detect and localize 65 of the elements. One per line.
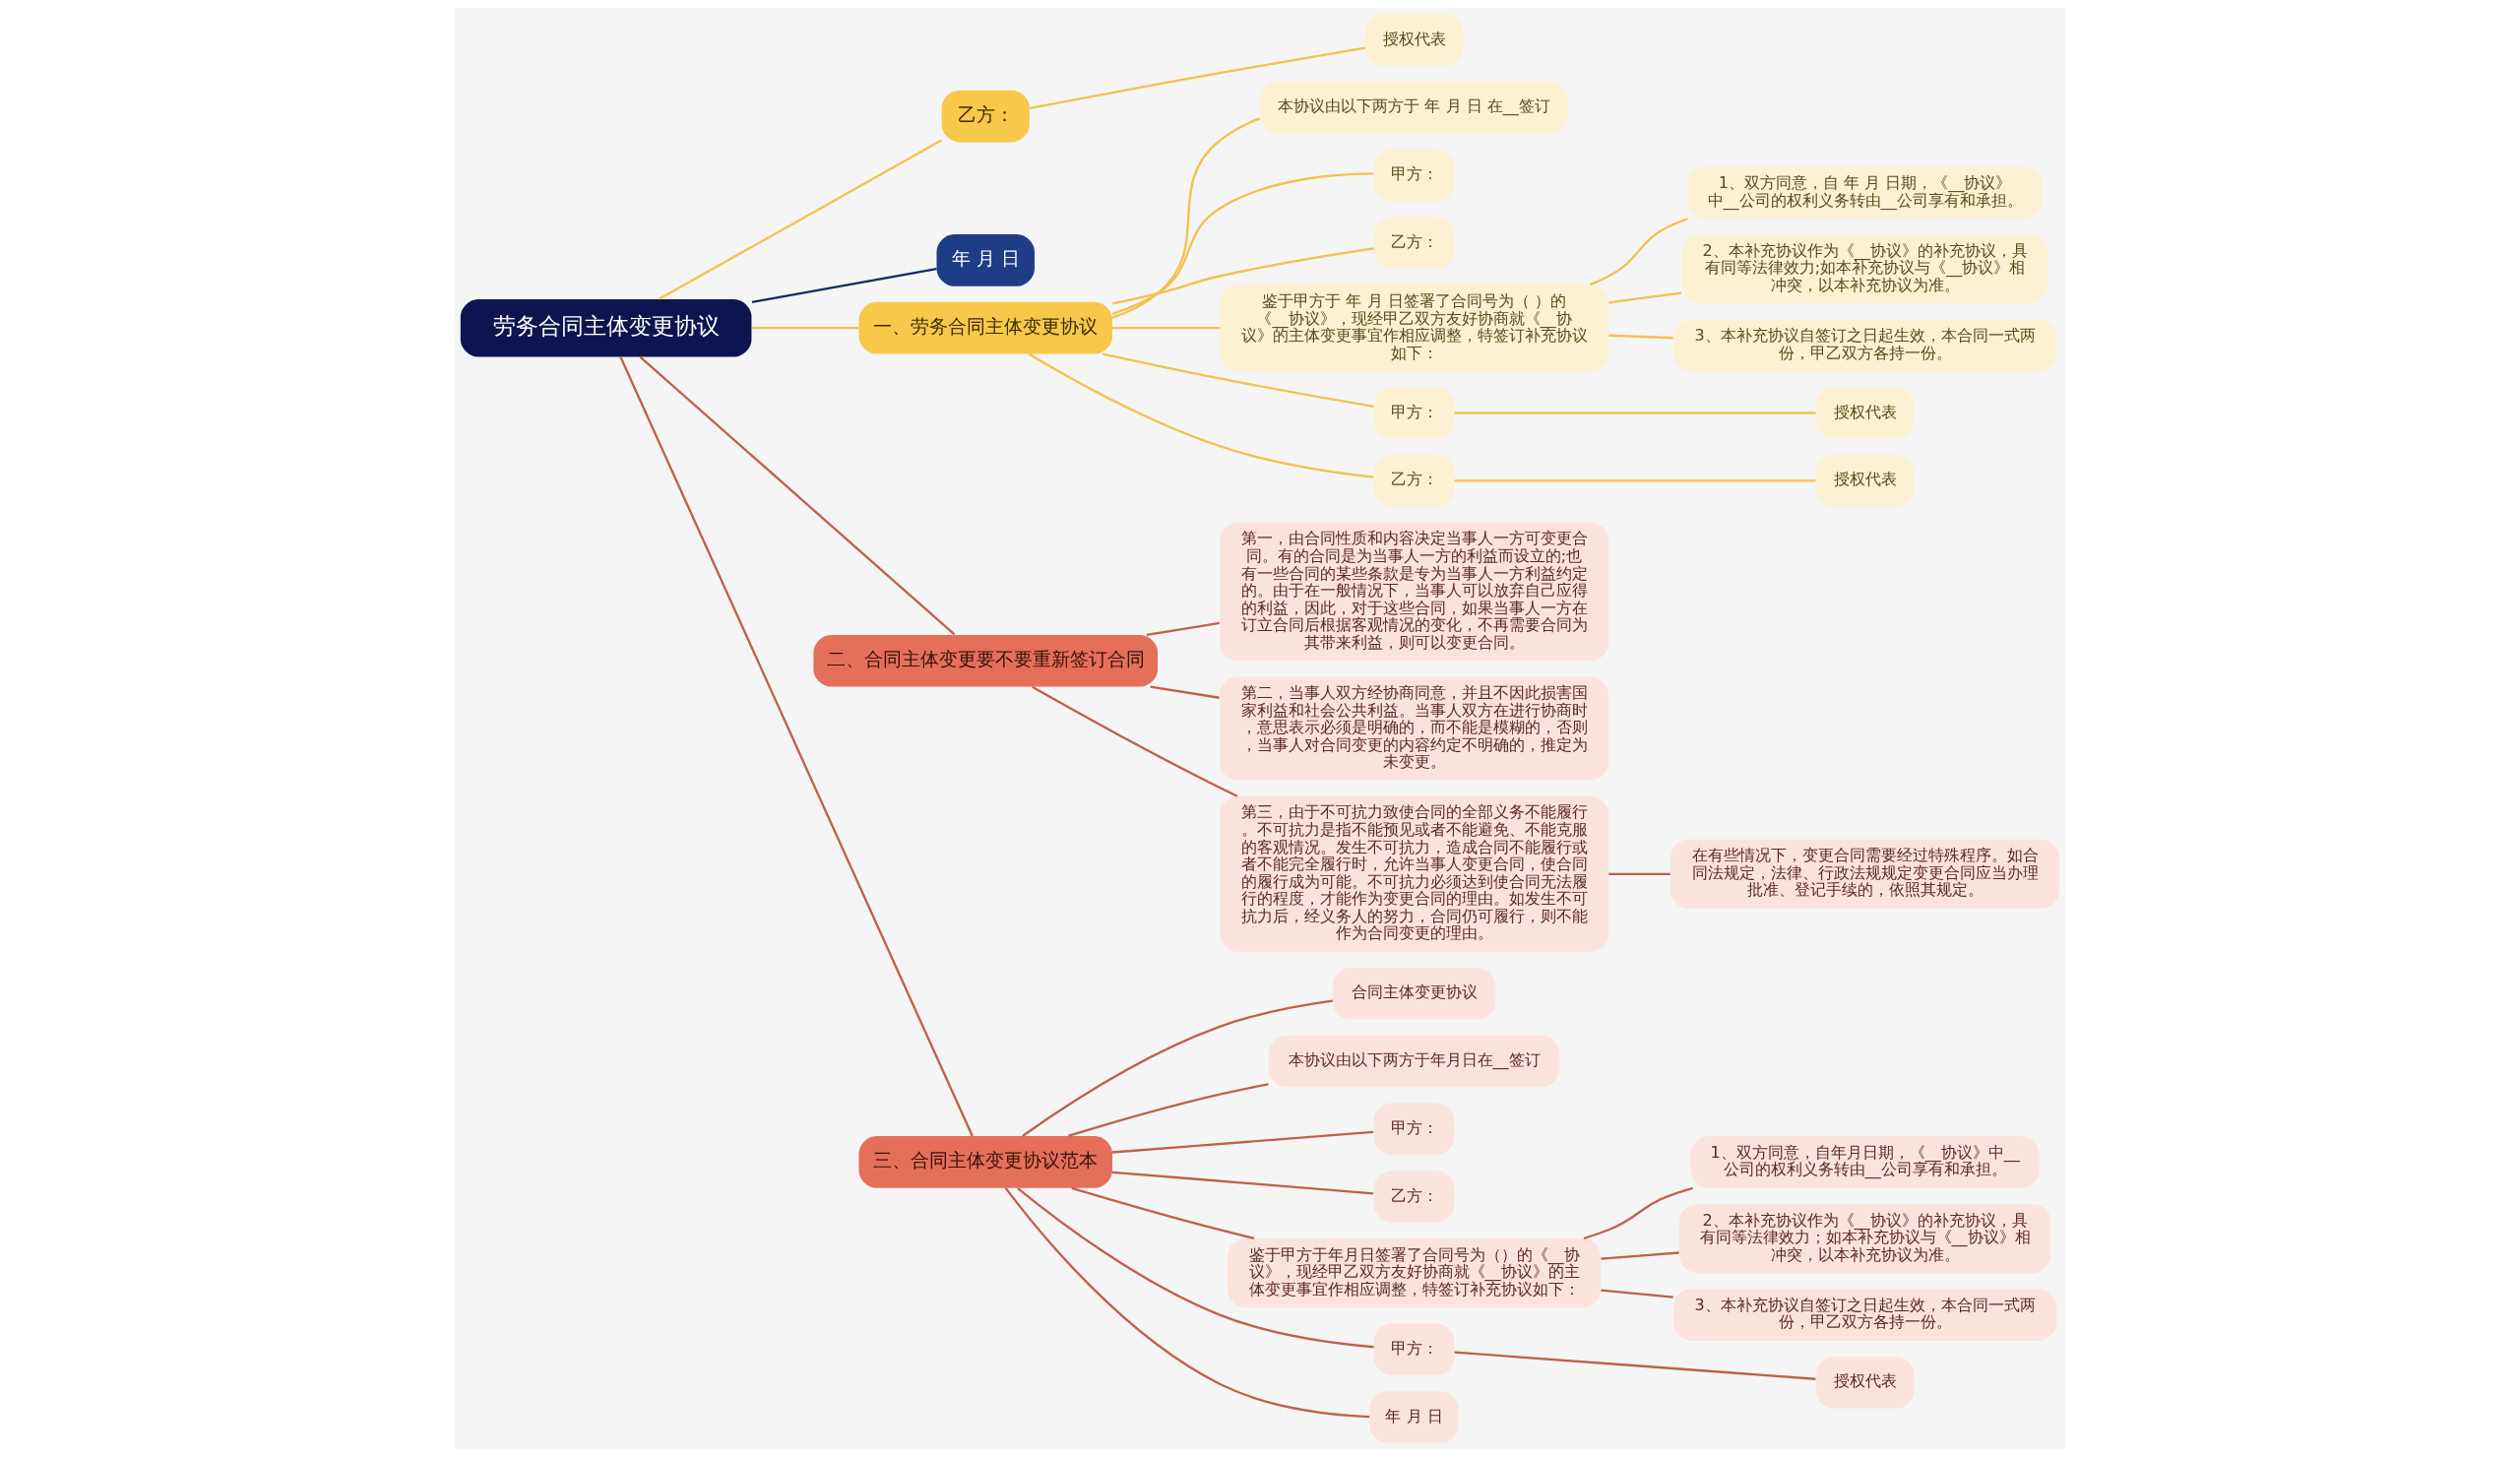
node-box: 乙方： (941, 90, 1030, 143)
node-box: 2、本补充协议作为《__协议》的补充协议，具有同等法律效力；如本补充协议与《__协议》相冲突，以本补充协议为准。 (1678, 1203, 2051, 1274)
node-box: 乙方： (1373, 217, 1455, 270)
node-box: 年 月 日 (936, 234, 1035, 286)
node-box: 1、双方同意，自 年 月 日期，《__协议》中__公司的权利义务转由__公司享有和承担。 (1687, 166, 2043, 219)
connector (1067, 1083, 1269, 1138)
node-box: 合同主体变更协议 (1332, 967, 1496, 1020)
node-box: 甲方： (1373, 1103, 1455, 1156)
connector (1608, 334, 1673, 340)
connector (1454, 1351, 1816, 1380)
connector (1102, 352, 1374, 409)
connector (1111, 172, 1374, 315)
node-box: 乙方： (1373, 454, 1455, 507)
connector (1022, 999, 1333, 1137)
connector (1028, 352, 1374, 478)
connector (1454, 412, 1816, 414)
connector (1608, 291, 1682, 304)
connector (751, 327, 859, 330)
node-box: 3、本补充协议自签订之日起生效，本合同一式两份，甲乙双方各持一份。 (1672, 319, 2057, 372)
connector (1112, 1130, 1374, 1154)
node-box: 3、本补充协议自签订之日起生效，本合同一式两份，甲乙双方各持一份。 (1672, 1289, 2057, 1341)
node-box: 在有些情况下，变更合同需要经过特殊程序。如合同法规定，法律、行政法规规定变更合同应当办理批准、登记手续的，依照其规定。 (1670, 839, 2060, 909)
node-box: 三、合同主体变更协议范本 (858, 1136, 1112, 1188)
node-box: 第一，由合同性质和内容决定当事人一方可变更合同。有的合同是为当事人一方的利益而设立的;也有一些合同的某些条款是专为当事人一方利益约定的。由于在一般情况下，当事人可以放弃自己应得的利益，因此，对于这些合同，如果当事人一方在订立合同后根据客观情况的变化，不再需要合同为其带来利益，则可以变更合同。 (1220, 522, 1609, 662)
node-box: 鉴于甲方于 年 月 日签署了合同号为（ ）的《__协议》，现经甲乙双方友好协商就《__协议》的主体变更事宜作相应调整，特签订补充协议如下： (1220, 285, 1609, 372)
connector (619, 356, 974, 1137)
node-box: 二、合同主体变更要不要重新签订合同 (813, 634, 1159, 687)
node-box: 甲方： (1373, 387, 1455, 439)
node-box: 一、劳务合同主体变更协议 (858, 301, 1112, 354)
connector (1146, 621, 1220, 637)
connector (658, 139, 942, 300)
node-box: 第三，由于不可抗力致使合同的全部义务不能履行。不可抗力是指不能预见或者不能避免、不能克服的客观情况。发生不可抗力，造成合同不能履行或者不能完全履行时，允许当事人变更合同，使合同的履行成为可能。不可抗力必须达到使合同无法履行的程度，才能作为变更合同的理由。如发生不可抗力后，经义务人的努力，合同仍可履行，则不能作为合同变更的理由。 (1220, 795, 1609, 952)
connector (1601, 1289, 1673, 1299)
connector (1032, 685, 1238, 797)
connector (1112, 327, 1220, 330)
node-box: 1、双方同意，自年月日期，《__协议》中__公司的权利义务转由__公司享有和承担。 (1690, 1136, 2040, 1188)
node-box: 乙方： (1373, 1171, 1455, 1223)
connector (1071, 1186, 1255, 1240)
connector (1608, 872, 1670, 875)
node-box: 甲方： (1373, 149, 1455, 202)
node-box: 劳务合同主体变更协议 (460, 298, 752, 357)
node-box: 授权代表 (1815, 454, 1915, 507)
node-box: 授权代表 (1815, 1357, 1915, 1409)
node-box: 本协议由以下两方于 年 月 日 在__签订 (1260, 81, 1569, 134)
node-box: 2、本补充协议作为《__协议》的补充协议，具有同等法律效力;如本补充协议与《__协议》相冲突，以本补充协议为准。 (1681, 234, 2048, 304)
node-box: 年 月 日 (1369, 1391, 1459, 1443)
connector (1150, 685, 1220, 699)
connector (1111, 117, 1261, 319)
connector (1583, 1186, 1693, 1240)
connector (1454, 479, 1816, 482)
connector (1590, 218, 1688, 286)
node-box: 本协议由以下两方于年月日在__签订 (1268, 1035, 1560, 1088)
node-box: 授权代表 (1364, 14, 1464, 66)
connector (639, 355, 956, 636)
connector (1030, 46, 1365, 109)
connector (1601, 1251, 1679, 1260)
node-box: 鉴于甲方于年月日签署了合同号为（）的《__协议》，现经甲乙双方友好协商就《__协议》的主体变更事宜作相应调整，特签订补充协议如下： (1228, 1238, 1602, 1308)
node-box: 第二，当事人双方经协商同意，并且不因此损害国家利益和社会公共利益。当事人双方在进行协商时，意思表示必须是明确的，而不能是模糊的，否则，当事人对合同变更的内容约定不明确的，推定为未变更。 (1220, 676, 1609, 781)
connector (1017, 1187, 1374, 1349)
connector (751, 267, 937, 303)
connector (1112, 247, 1374, 305)
node-box: 授权代表 (1815, 387, 1915, 439)
connector (1004, 1187, 1370, 1419)
connector (1112, 1171, 1374, 1195)
node-box: 甲方： (1373, 1323, 1455, 1376)
